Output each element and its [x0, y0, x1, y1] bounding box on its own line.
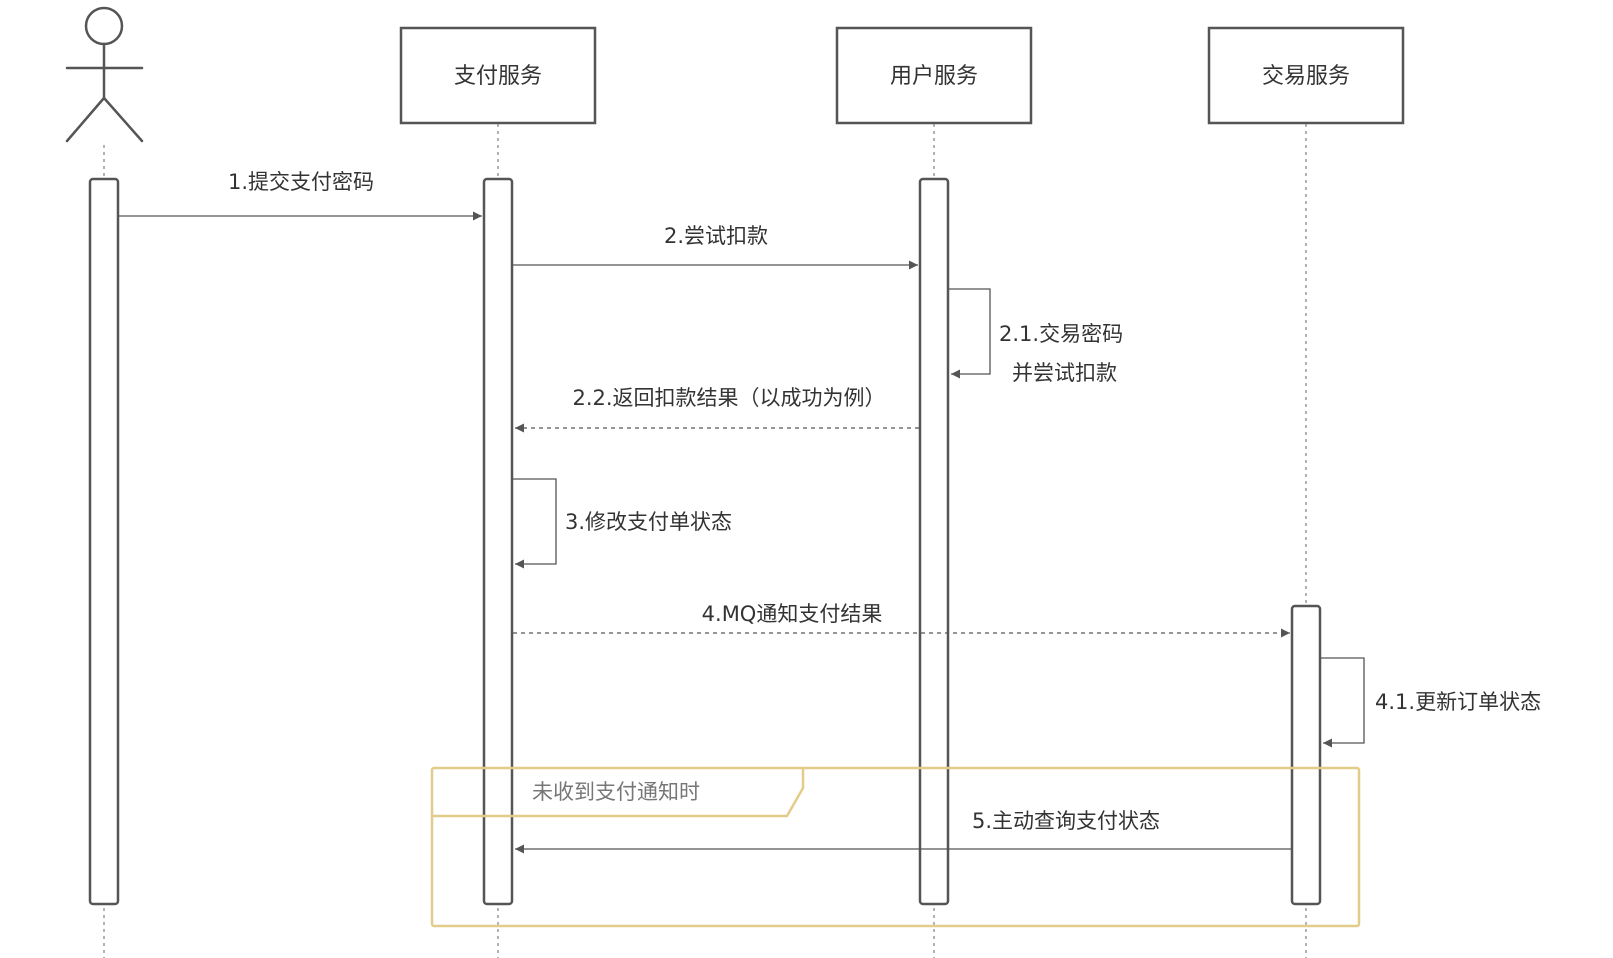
message-5: 5.主动查询支付状态 [515, 809, 1291, 854]
participant-user: 用户服务 [835, 26, 1033, 125]
message-1: 1.提交支付密码 [119, 170, 482, 221]
participant-trade: 交易服务 [1207, 26, 1405, 125]
participant-box-trade [1207, 26, 1405, 125]
message-4: 4.MQ通知支付结果 [513, 602, 1290, 638]
message-2-2-label: 2.2.返回扣款结果（以成功为例） [572, 386, 885, 410]
fragment-border [430, 766, 1361, 928]
message-3-arrow [513, 478, 557, 569]
participant-payment: 支付服务 [399, 26, 597, 125]
message-2-1-label-line-1: 2.1.交易密码 [999, 322, 1123, 346]
participant-label-trade: 交易服务 [1262, 64, 1350, 89]
actor-left-leg [65, 96, 106, 143]
message-2-1: 2.1.交易密码 并尝试扣款 [949, 288, 1123, 385]
message-4-label: 4.MQ通知支付结果 [702, 602, 883, 626]
actor-figure [65, 6, 144, 143]
fragment-frame: 未收到支付通知时 [430, 766, 1361, 928]
actor-head [84, 6, 124, 46]
message-4-1-label: 4.1.更新订单状态 [1375, 690, 1541, 714]
activation-payment [482, 177, 514, 906]
fragment-label-tab [432, 768, 805, 818]
message-5-label: 5.主动查询支付状态 [972, 809, 1160, 833]
actor-right-leg [102, 96, 144, 143]
fragment-label: 未收到支付通知时 [532, 780, 700, 804]
message-2-1-label-line-2: 并尝试扣款 [1012, 361, 1117, 385]
participant-label-user: 用户服务 [890, 64, 978, 89]
message-2-label: 2.尝试扣款 [664, 224, 768, 248]
activations [88, 177, 1322, 906]
message-4-1: 4.1.更新订单状态 [1321, 657, 1541, 748]
activation-actor [88, 177, 120, 906]
message-2-2: 2.2.返回扣款结果（以成功为例） [515, 386, 919, 433]
participant-box-user [835, 26, 1033, 125]
participant-label-payment: 支付服务 [454, 64, 542, 89]
message-2-1-arrow [949, 288, 991, 379]
message-4-1-arrow [1321, 657, 1365, 748]
message-1-label: 1.提交支付密码 [228, 170, 374, 194]
activation-trade [1290, 604, 1322, 906]
message-2: 2.尝试扣款 [513, 224, 918, 270]
participant-box-payment [399, 26, 597, 125]
message-3: 3.修改支付单状态 [513, 478, 732, 569]
message-3-label: 3.修改支付单状态 [565, 510, 732, 534]
activation-user [918, 177, 950, 906]
